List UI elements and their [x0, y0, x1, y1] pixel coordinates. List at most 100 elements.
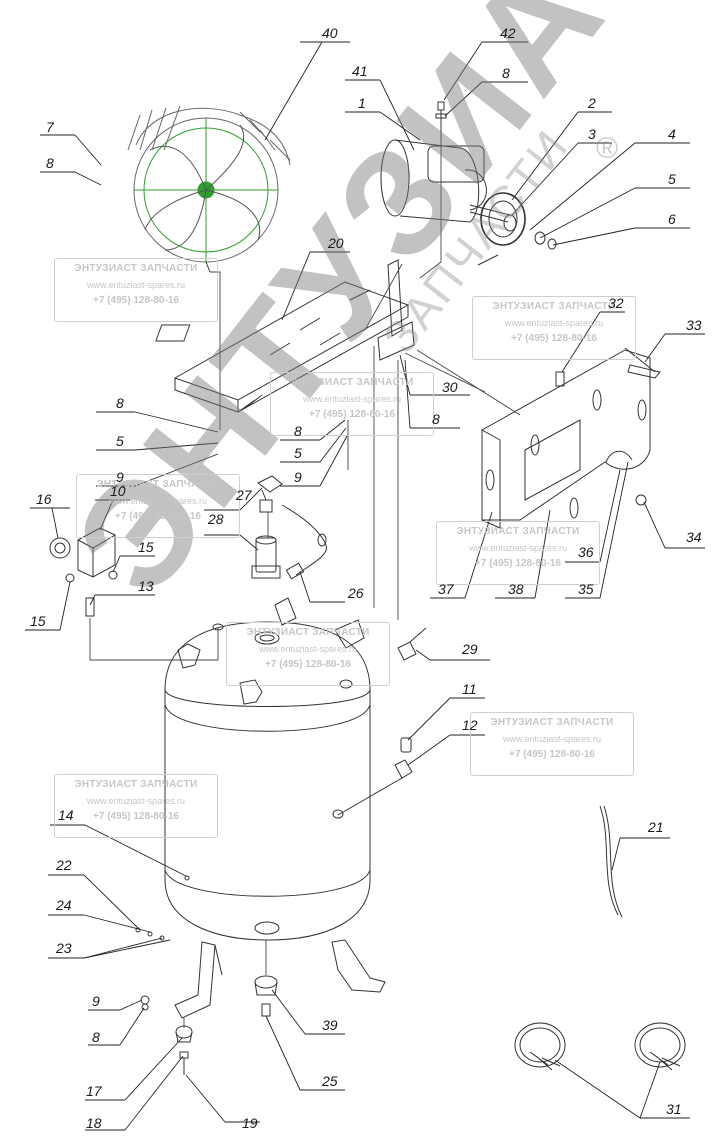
part-label-8-d: 8 — [294, 423, 302, 439]
part-label-7: 7 — [46, 119, 54, 135]
part-label-29: 29 — [462, 641, 478, 657]
stamp-phone: +7 (495) 128-80-16 — [265, 659, 351, 670]
part-label-8-e: 8 — [432, 411, 440, 427]
manifold-fitting — [251, 535, 281, 579]
part-label-5-a: 5 — [668, 171, 676, 187]
part-label-13: 13 — [138, 578, 154, 594]
belt — [624, 347, 656, 373]
stamp-phone: +7 (495) 128-80-16 — [509, 749, 595, 760]
part-label-2: 2 — [588, 95, 596, 111]
part-label-33: 33 — [686, 317, 702, 333]
part-label-10: 10 — [110, 483, 126, 499]
part-label-28: 28 — [208, 511, 224, 527]
stamp-title: ЭНТУЗИАСТ ЗАПЧАСТИ — [456, 526, 580, 537]
part-label-30: 30 — [442, 379, 458, 395]
stamp-1: ЭНТУЗИАСТ ЗАПЧАСТИ www.entuziast-spares.… — [54, 258, 218, 322]
stamp-site: www.entuziast-spares.ru — [258, 644, 358, 654]
part-label-9-b: 9 — [294, 469, 302, 485]
part-label-16: 16 — [36, 491, 52, 507]
part-label-3: 3 — [588, 126, 596, 142]
tank-legs — [174, 939, 386, 1019]
part-label-38: 38 — [508, 581, 524, 597]
stamp-phone: +7 (495) 128-80-16 — [93, 295, 179, 306]
stamp-5: ЭНТУЗИАСТ ЗАПЧАСТИ www.entuziast-spares.… — [436, 521, 600, 585]
part-label-4: 4 — [668, 126, 676, 142]
part-label-5-b: 5 — [116, 433, 124, 449]
stamp-site: www.entuziast-spares.ru — [302, 394, 402, 404]
part-label-39: 39 — [322, 1017, 338, 1033]
electric-motor — [380, 139, 511, 223]
part-label-36: 36 — [578, 544, 594, 560]
part-label-35: 35 — [578, 581, 594, 597]
stamp-site: www.entuziast-spares.ru — [86, 796, 186, 806]
stamp-title: ЭНТУЗИАСТ ЗАПЧАСТИ — [492, 301, 616, 312]
part-label-9-a: 9 — [116, 469, 124, 485]
part-label-12: 12 — [462, 717, 478, 733]
part-label-15-b: 15 — [30, 613, 46, 629]
stamp-phone: +7 (495) 128-80-16 — [115, 511, 201, 522]
upright-bracket — [377, 259, 415, 361]
stamp-3: ЭНТУЗИАСТ ЗАПЧАСТИ www.entuziast-spares.… — [270, 372, 434, 436]
stamp-phone: +7 (495) 128-80-16 — [475, 558, 561, 569]
stamp-4: ЭНТУЗИАСТ ЗАПЧАСТИ www.entuziast-spares.… — [76, 474, 240, 538]
part-label-27: 27 — [236, 487, 252, 503]
stamp-site: www.entuziast-spares.ru — [86, 280, 186, 290]
part-label-34: 34 — [686, 529, 702, 545]
part-label-18: 18 — [86, 1115, 102, 1131]
part-label-8-a: 8 — [502, 65, 510, 81]
part-label-26: 26 — [348, 585, 364, 601]
stamp-site: www.entuziast-spares.ru — [502, 734, 602, 744]
part-label-23: 23 — [56, 940, 72, 956]
watermark-registered: ® — [596, 132, 619, 165]
part-label-14: 14 — [58, 807, 74, 823]
part-label-32: 32 — [608, 295, 624, 311]
stamp-title: ЭНТУЗИАСТ ЗАПЧАСТИ — [74, 263, 198, 274]
stamp-site: www.entuziast-spares.ru — [468, 543, 568, 553]
part-label-20: 20 — [328, 235, 344, 251]
stamp-site: www.entuziast-spares.ru — [108, 496, 208, 506]
discharge-tube — [281, 504, 327, 580]
part-label-21: 21 — [648, 819, 664, 835]
base-plate — [155, 281, 410, 413]
stamp-8: ЭНТУЗИАСТ ЗАПЧАСТИ www.entuziast-spares.… — [54, 774, 218, 838]
part-label-24: 24 — [56, 897, 72, 913]
stamp-title: ЭНТУЗИАСТ ЗАПЧАСТИ — [74, 779, 198, 790]
part-label-6: 6 — [668, 211, 676, 227]
stamp-phone: +7 (495) 128-80-16 — [511, 333, 597, 344]
part-label-5-c: 5 — [294, 445, 302, 461]
part-label-15-a: 15 — [138, 539, 154, 555]
stamp-6: ЭНТУЗИАСТ ЗАПЧАСТИ www.entuziast-spares.… — [226, 622, 390, 686]
part-label-22: 22 — [56, 857, 72, 873]
part-label-40: 40 — [322, 25, 338, 41]
stamp-phone: +7 (495) 128-80-16 — [93, 811, 179, 822]
stamp-7: ЭНТУЗИАСТ ЗАПЧАСТИ www.entuziast-spares.… — [470, 712, 634, 776]
air-tank — [164, 597, 371, 941]
cable — [599, 805, 623, 918]
part-label-37: 37 — [438, 581, 454, 597]
part-label-8-f: 8 — [92, 1029, 100, 1045]
part-label-1: 1 — [358, 95, 366, 111]
stamp-phone: +7 (495) 128-80-16 — [309, 409, 395, 420]
part-label-25: 25 — [322, 1073, 338, 1089]
stamp-title: ЭНТУЗИАСТ ЗАПЧАСТИ — [290, 377, 414, 388]
part-label-19: 19 — [242, 1115, 258, 1131]
belt-guard — [481, 349, 661, 529]
part-label-41: 41 — [352, 63, 368, 79]
check-valve — [257, 475, 283, 513]
part-label-9-c: 9 — [92, 993, 100, 1009]
stamp-site: www.entuziast-spares.ru — [504, 318, 604, 328]
pressure-switch — [49, 527, 118, 617]
stamp-2: ЭНТУЗИАСТ ЗАПЧАСТИ www.entuziast-spares.… — [472, 296, 636, 360]
assembly-lines — [89, 140, 521, 1028]
pulley — [477, 192, 557, 266]
drain-and-feet — [135, 927, 278, 1075]
wire-coil-1 — [514, 1022, 566, 1071]
part-label-11: 11 — [462, 681, 477, 697]
stamp-title: ЭНТУЗИАСТ ЗАПЧАСТИ — [96, 479, 220, 490]
tap-valve — [397, 627, 427, 661]
stamp-title: ЭНТУЗИАСТ ЗАПЧАСТИ — [490, 717, 614, 728]
fan-guard — [127, 105, 291, 273]
safety-valve — [337, 737, 413, 816]
part-label-42: 42 — [500, 25, 516, 41]
